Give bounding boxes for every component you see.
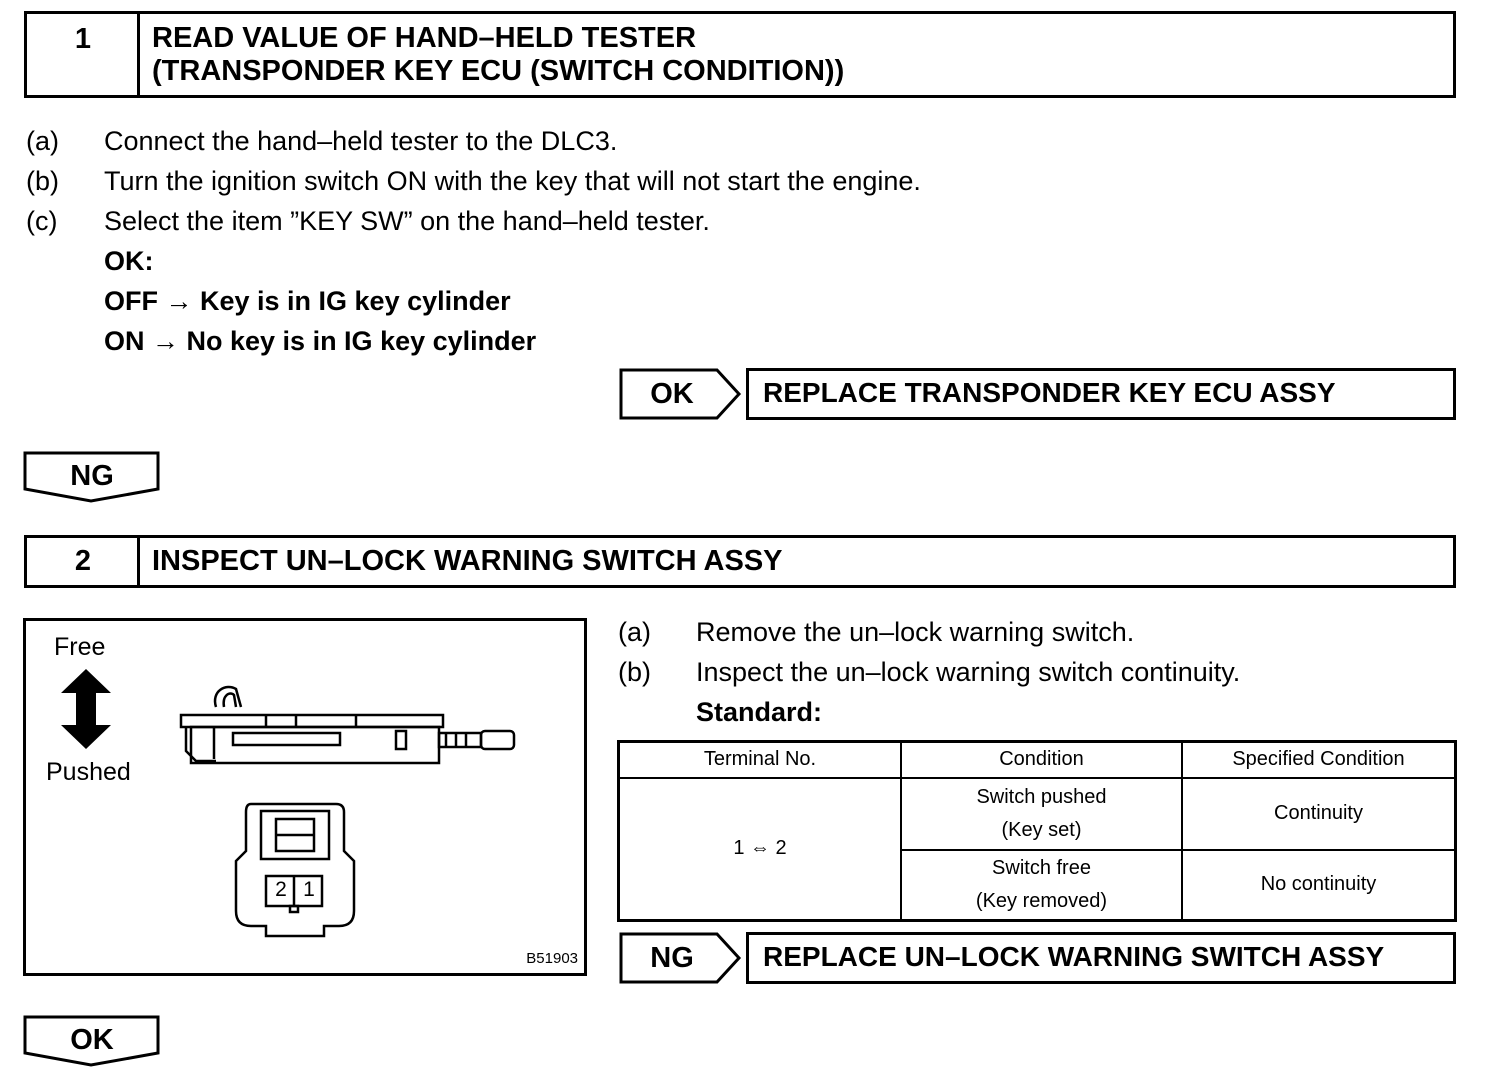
step1-item-c-text: Select the item ”KEY SW” on the hand–hel… [104,206,710,236]
step1-item-a-marker: (a) [26,126,59,156]
step1-title-line1: READ VALUE OF HAND–HELD TESTER [152,22,697,54]
figure-free-label: Free [54,633,106,661]
step1-result-action: REPLACE TRANSPONDER KEY ECU ASSY [746,368,1456,420]
step1-next-arrow-shape [23,451,160,503]
table-terminal-cell: 1 ⇔ 2 [617,776,902,921]
step2-next-arrow-shape [23,1015,160,1067]
step1-item-b: (b) Turn the ignition switch ON with the … [26,161,921,201]
step1-header: 1 READ VALUE OF HAND–HELD TESTER (TRANSP… [24,11,1456,98]
step1-ok-heading: OK: [104,246,154,276]
step1-item-b-text: Turn the ignition switch ON with the key… [104,166,921,196]
connector-icon [234,802,356,938]
step2-item-a-text: Remove the un–lock warning switch. [696,617,1135,647]
step1-next-label: NG [70,460,114,492]
step2-result-label: NG [650,942,694,974]
step2-result-action: REPLACE UN–LOCK WARNING SWITCH ASSY [746,932,1456,984]
table-header-spec: Specified Condition [1181,740,1457,779]
step2-standard-label: Standard: [696,697,823,727]
step1-ok-line2: ON → No key is in IG key cylinder [104,326,537,356]
step2-next-label: OK [70,1024,114,1056]
step2-number: 2 [74,545,92,577]
connector-pin-1: 1 [303,878,315,901]
row2-condition-line2: (Key removed) [975,889,1108,912]
connector-pin-2: 2 [275,878,287,901]
switch-figure: Free Pushed [23,618,587,976]
row2-condition-line1: Switch free [992,856,1091,879]
row2-spec: No continuity [1181,848,1457,921]
step2-item-a-marker: (a) [618,617,651,647]
double-arrow-icon [61,669,111,749]
step2-item-b-marker: (b) [618,657,651,687]
figure-code: B51903 [526,950,578,967]
step2-header-divider [137,538,140,585]
step1-title-line2: (TRANSPONDER KEY ECU (SWITCH CONDITION)) [152,55,845,87]
switch-drawing [61,669,516,938]
step1-result-label: OK [650,378,694,410]
row1-spec: Continuity [1181,776,1457,851]
step2-item-b: (b) Inspect the un–lock warning switch co… [618,652,1240,692]
step1-item-a-text: Connect the hand–held tester to the DLC3… [104,126,618,156]
step2-item-b-text: Inspect the un–lock warning switch conti… [696,657,1241,687]
step1-item-b-marker: (b) [26,166,59,196]
step1-number: 1 [74,23,92,55]
step1-header-divider [137,14,140,95]
switch-body-icon [179,685,516,765]
step1-item-c-marker: (c) [26,206,58,236]
step2-header: 2 INSPECT UN–LOCK WARNING SWITCH ASSY [24,535,1456,588]
row1-condition-line1: Switch pushed [976,785,1107,808]
step2-title: INSPECT UN–LOCK WARNING SWITCH ASSY [152,545,783,577]
figure-pushed-label: Pushed [46,758,131,786]
step1-title: READ VALUE OF HAND–HELD TESTER (TRANSPON… [152,22,844,88]
step1-item-c: (c) Select the item ”KEY SW” on the hand–… [26,201,710,241]
row1-condition-line2: (Key set) [1001,818,1082,841]
step1-result-arrow-shape [619,368,742,420]
step2-item-a: (a) Remove the un–lock warning switch. [618,612,1134,652]
table-header-condition: Condition [900,740,1183,779]
step2-result-arrow-shape [619,932,742,984]
table-row: Switch pushed (Key set) [900,776,1183,851]
step1-item-a: (a) Connect the hand–held tester to the D… [26,121,617,161]
spec-table: Terminal No. Condition Specified Conditi… [617,740,1457,922]
table-row: Switch free (Key removed) [900,848,1183,921]
step1-ok-line1: OFF → Key is in IG key cylinder [104,286,511,316]
table-header-terminal: Terminal No. [617,740,902,779]
